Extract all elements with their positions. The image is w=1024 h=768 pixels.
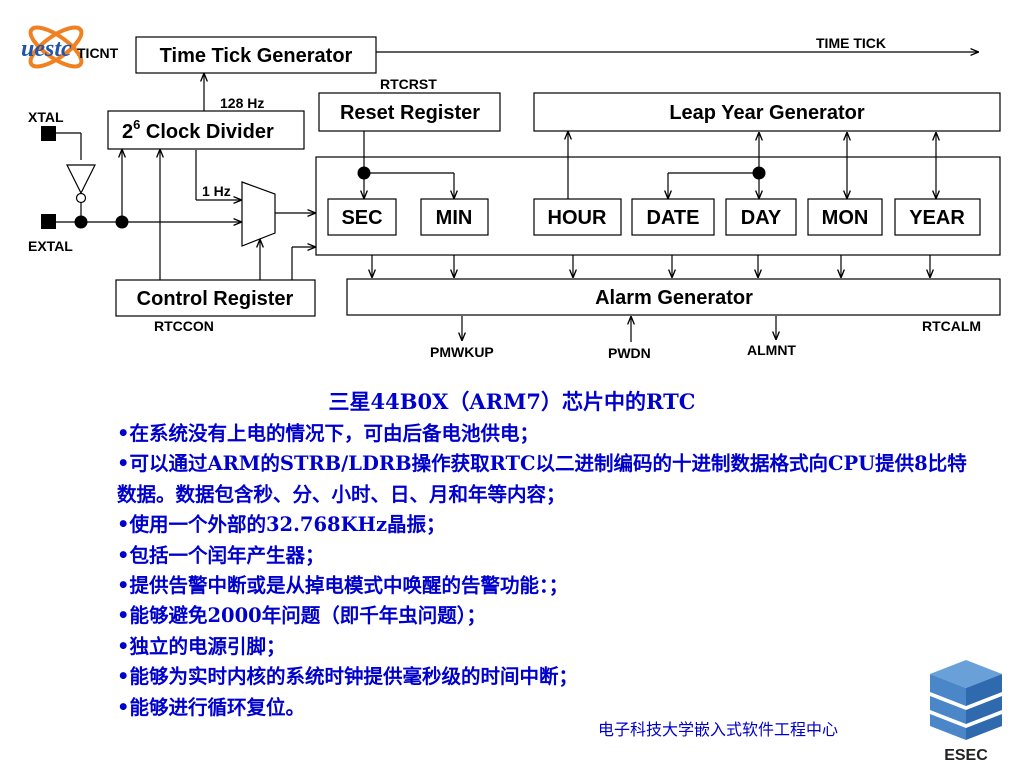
xtal-label: XTAL xyxy=(28,109,64,125)
time-tick-label: TIME TICK xyxy=(816,35,886,51)
esec-logo: ESEC xyxy=(930,660,1002,764)
extal-label: EXTAL xyxy=(28,238,73,254)
rtcrst-label: RTCRST xyxy=(380,76,437,92)
rtc-block-diagram: Time Tick Generator TICNT TIME TICK 26 C… xyxy=(28,35,1001,361)
alarm-generator-block xyxy=(346,278,1001,316)
almnt-label: ALMNT xyxy=(747,342,796,358)
logo-text: uestc xyxy=(21,36,72,62)
clock-divider-block xyxy=(107,110,305,150)
inverter-gate xyxy=(66,164,96,195)
pwdn-label: PWDN xyxy=(608,345,651,361)
mon-label: MON xyxy=(822,207,869,229)
hour-label: HOUR xyxy=(548,207,607,229)
list-item: •使用一个外部的32.768KHz晶振； xyxy=(117,513,446,537)
list-item: •提供告警中断或是从掉电模式中唤醒的告警功能：； xyxy=(117,574,569,598)
reset-register-block xyxy=(318,92,501,132)
footer-org-name: 电子科技大学嵌入式软件工程中心 xyxy=(598,720,839,739)
leap-year-generator-label: Leap Year Generator xyxy=(669,102,865,124)
year-label: YEAR xyxy=(909,207,965,229)
list-item: •包括一个闰年产生器； xyxy=(117,543,325,567)
xtal-pin xyxy=(41,126,56,141)
ticnt-label: TICNT xyxy=(77,45,119,61)
sec-register xyxy=(327,198,397,236)
reset-register-label: Reset Register xyxy=(340,102,480,124)
hz128-label: 128 Hz xyxy=(220,95,264,111)
control-register-block xyxy=(115,279,316,317)
diagram-caption: 三星44B0X（ARM7）芯片中的RTC xyxy=(328,389,696,414)
year-register xyxy=(894,198,981,236)
list-item: •能够为实时内核的系统时钟提供毫秒级的时间中断； xyxy=(117,665,578,689)
uestc-logo: uestc xyxy=(21,25,84,69)
date-register xyxy=(631,198,715,236)
esec-logo-text: ESEC xyxy=(944,747,988,764)
time-tick-generator-block xyxy=(135,36,377,74)
date-label: DATE xyxy=(647,207,700,229)
list-item: •能够避免2000年问题（即千年虫问题）； xyxy=(117,604,486,628)
pmwkup-label: PMWKUP xyxy=(430,344,494,360)
hz1-label: 1 Hz xyxy=(202,183,231,199)
day-register xyxy=(725,198,797,236)
hour-register xyxy=(533,198,622,236)
min-label: MIN xyxy=(436,207,473,229)
feature-list: •在系统没有上电的情况下，可由后备电池供电； •可以通过ARM的STRB/LDR… xyxy=(117,419,977,723)
day-label: DAY xyxy=(741,207,782,229)
leap-year-generator-block xyxy=(533,92,1001,132)
sec-label: SEC xyxy=(341,207,382,229)
control-register-label: Control Register xyxy=(137,288,294,310)
extal-pin xyxy=(41,214,56,229)
mon-register xyxy=(807,198,883,236)
min-register xyxy=(420,198,489,236)
mux xyxy=(241,181,276,247)
alarm-generator-label: Alarm Generator xyxy=(595,287,753,309)
clock-divider-label: 26 Clock Divider xyxy=(122,117,274,143)
list-item: •能够进行循环复位。 xyxy=(117,695,305,719)
list-item: •独立的电源引脚； xyxy=(117,634,286,658)
list-item: •可以通过ARM的STRB/LDRB操作获取RTC以二进制编码的十进制数据格式向… xyxy=(117,452,967,506)
list-item: •在系统没有上电的情况下，可由后备电池供电； xyxy=(117,422,539,445)
rtccon-label: RTCCON xyxy=(154,318,214,334)
time-tick-generator-label: Time Tick Generator xyxy=(160,45,353,67)
rtcalm-label: RTCALM xyxy=(922,318,981,334)
